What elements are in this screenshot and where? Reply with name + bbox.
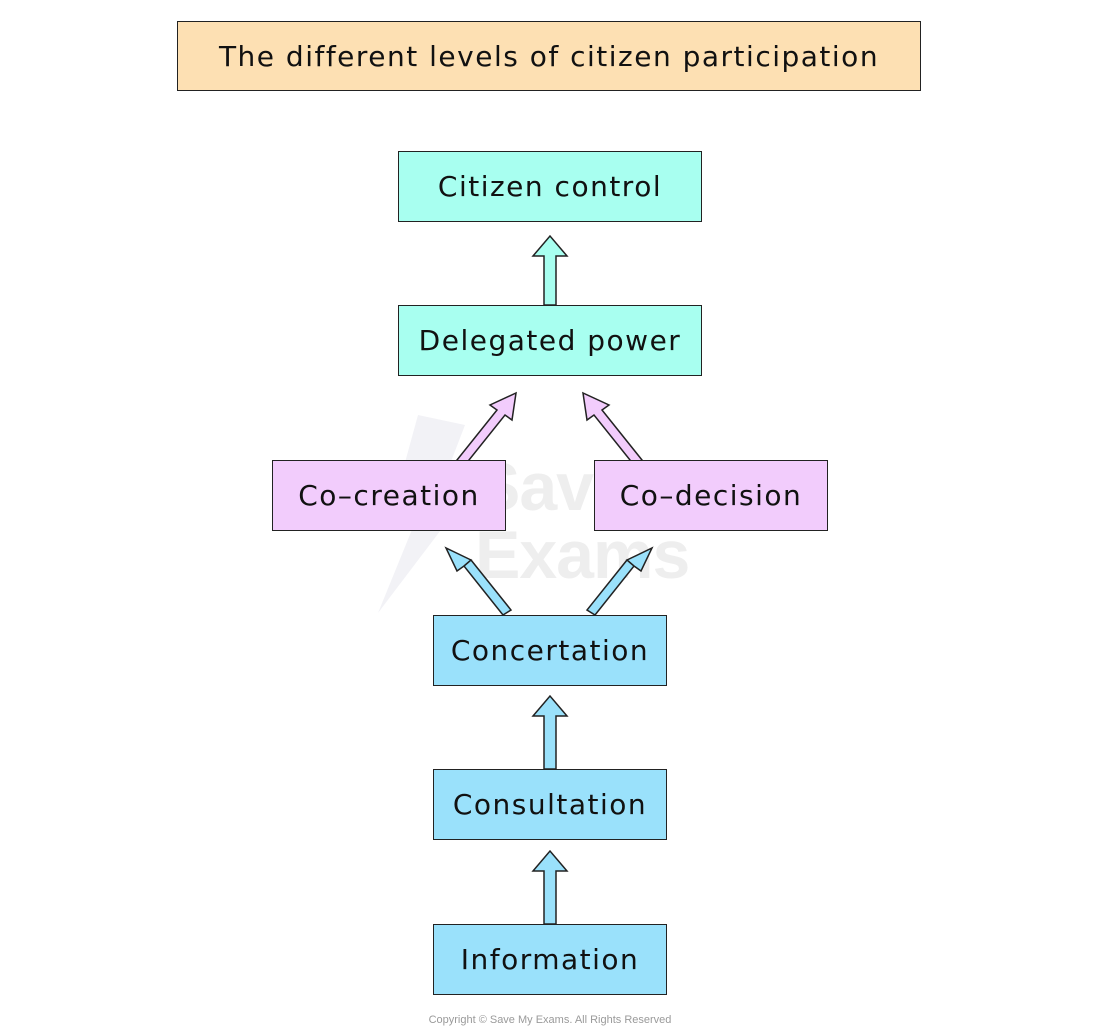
node-co-creation: Co–creation: [272, 460, 506, 531]
node-concertation: Concertation: [433, 615, 667, 686]
arrow-concertation-to-co-creation: [444, 546, 513, 616]
node-citizen-control: Citizen control: [398, 151, 702, 222]
node-delegated-power: Delegated power: [398, 305, 702, 376]
arrow-co-creation-to-delegated: [455, 391, 517, 466]
diagram-title: The different levels of citizen particip…: [177, 21, 921, 91]
arrow-concertation-to-co-decision: [585, 546, 654, 616]
arrow-consultation-to-concertation: [531, 694, 569, 770]
arrow-delegated-to-citizen-control: [531, 234, 569, 306]
node-information: Information: [433, 924, 667, 995]
node-co-decision: Co–decision: [594, 460, 828, 531]
arrow-information-to-consultation: [531, 849, 569, 925]
arrow-co-decision-to-delegated: [582, 391, 644, 466]
node-consultation: Consultation: [433, 769, 667, 840]
copyright-notice: Copyright © Save My Exams. All Rights Re…: [428, 1014, 672, 1026]
